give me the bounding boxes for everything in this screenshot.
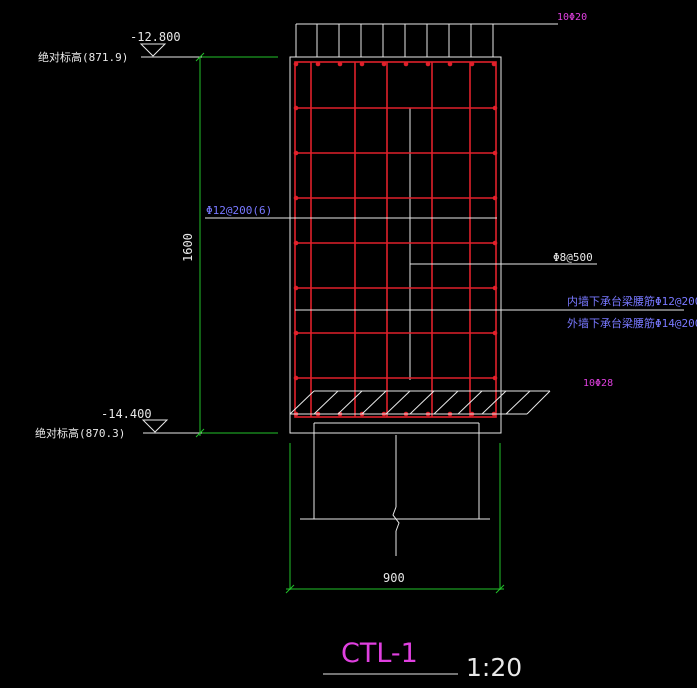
- height-dimension-text: 1600: [181, 233, 195, 262]
- reinforcement-cage: [293, 61, 498, 418]
- bottom-elevation-value: -14.400: [101, 407, 152, 421]
- top-elevation-value: -12.800: [130, 30, 181, 44]
- column-bars: 10Φ20: [295, 12, 587, 57]
- stirrup-label: Φ12@200(6): [206, 204, 272, 217]
- elevation-marker-bottom: -14.400 绝对标高(870.3): [35, 407, 278, 440]
- title-block: CTL-1 1:20: [323, 638, 522, 682]
- tie-bar-label: Φ8@500: [553, 251, 593, 264]
- drawing-title: CTL-1: [341, 638, 418, 669]
- pile: [300, 422, 490, 556]
- height-dimension: 1600: [181, 52, 278, 438]
- inner-end-label: 内墙下承台梁腰筋Φ12@200: [567, 294, 697, 308]
- elevation-marker-top: -12.800 绝对标高(871.9): [38, 30, 278, 64]
- bottom-bar-hatch: 10Φ28: [289, 378, 613, 415]
- bottom-absolute-elevation: 绝对标高(870.3): [35, 426, 125, 440]
- pile-cap-outline: [289, 56, 502, 434]
- drawing-scale: 1:20: [466, 653, 522, 682]
- width-dimension-text: 900: [383, 571, 405, 585]
- outer-end-label: 外墙下承台梁腰筋Φ14@200: [567, 316, 697, 330]
- bottom-bars-label: 10Φ28: [583, 378, 613, 389]
- annotations: Φ12@200(6) Φ8@500 内墙下承台梁腰筋Φ12@200 外墙下承台梁…: [205, 204, 697, 330]
- width-dimension: 900: [285, 443, 505, 594]
- top-bars-label: 10Φ20: [557, 12, 587, 23]
- top-absolute-elevation: 绝对标高(871.9): [38, 50, 128, 64]
